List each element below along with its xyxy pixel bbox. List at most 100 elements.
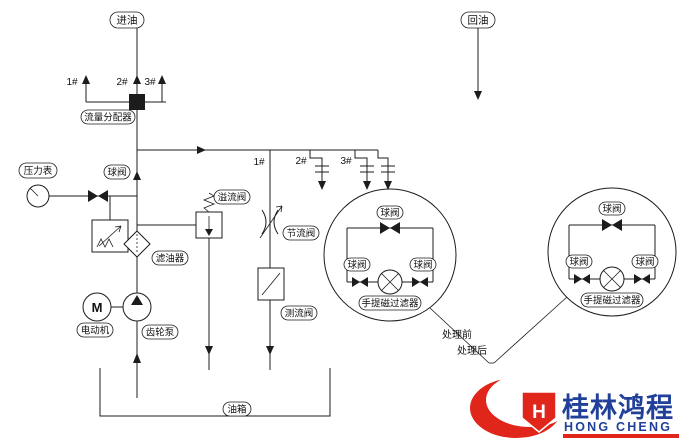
callout1-left-valve-symbol <box>352 277 368 287</box>
motor-symbol: M <box>82 292 112 322</box>
oil-tank: 油箱 <box>99 368 331 417</box>
logo-underline <box>563 434 679 438</box>
relief-valve: 溢流阀 <box>137 189 251 370</box>
before-treatment-label: 处理前 <box>442 328 472 341</box>
svg-text:压力表: 压力表 <box>24 165 53 177</box>
branch-1: 节流阀 测流阀 <box>257 150 320 370</box>
callout1-top-valve-symbol <box>380 222 400 234</box>
svg-text:手提磁过滤器: 手提磁过滤器 <box>583 295 641 307</box>
motor-pump-unit: M 电动机 齿轮泵 <box>76 292 179 340</box>
callout2-top-ball-valve-label: 球阀 <box>598 201 626 216</box>
svg-text:滤油器: 滤油器 <box>156 253 185 265</box>
callout1-left-ball-valve-label: 球阀 <box>343 257 371 272</box>
magnetic-filter-callout-1: 球阀 球阀 球阀 <box>323 188 457 322</box>
svg-text:油箱: 油箱 <box>227 404 246 416</box>
drop-point-2: 2# <box>295 150 329 190</box>
svg-text:球阀: 球阀 <box>347 259 366 271</box>
drop-point-3: 3# <box>340 150 374 190</box>
port1-mid-label: 1# <box>253 157 265 168</box>
drop-end-arrow-icon <box>384 181 392 190</box>
callout1-magnetic-filter-symbol <box>377 269 403 295</box>
leader-before <box>429 307 490 364</box>
drop3-arrow-icon <box>363 181 371 190</box>
throttle-valve-symbol <box>259 205 283 239</box>
gear-pump-label: 齿轮泵 <box>141 324 179 340</box>
callout2-magnetic-filter-label: 手提磁过滤器 <box>580 292 644 308</box>
branch1-down-arrow-icon <box>266 346 274 355</box>
after-treatment-label: 处理后 <box>457 345 487 357</box>
svg-text:球阀: 球阀 <box>413 259 432 271</box>
flow-meter-label: 测流阀 <box>280 305 318 321</box>
port3-arrow-icon <box>158 75 166 84</box>
flow-up-arrow-icon <box>133 171 141 180</box>
port3-top-label: 3# <box>144 77 156 88</box>
port2-arrow-icon <box>133 75 141 84</box>
tank-walls <box>99 368 331 417</box>
suction-up-arrow-icon <box>133 353 141 363</box>
flow-distributor-symbol <box>129 94 145 110</box>
port3-mid-label: 3# <box>340 156 352 167</box>
callout2-circle <box>547 187 677 317</box>
gauge-branch: 压力表 球阀 <box>18 162 137 253</box>
oil-filter-label: 滤油器 <box>151 250 189 266</box>
svg-text:球阀: 球阀 <box>635 256 654 268</box>
flow-distributor-label: 流量分配器 <box>80 109 136 125</box>
gear-pump-symbol <box>122 292 152 322</box>
callout1-right-ball-valve-label: 球阀 <box>409 257 437 272</box>
motor-label: 电动机 <box>76 322 114 338</box>
pressure-switch-symbol <box>91 196 129 253</box>
logo-shield-icon: H <box>521 391 557 433</box>
gauge-ball-valve-symbol <box>88 190 108 202</box>
flow-meter-symbol <box>257 267 285 301</box>
callout2-left-ball-valve-label: 球阀 <box>565 254 593 269</box>
callout2-right-valve-symbol <box>634 274 650 284</box>
logo-letter: H <box>532 402 546 423</box>
throttle-valve-label: 节流阀 <box>282 225 320 241</box>
pressure-gauge-label: 压力表 <box>18 162 58 179</box>
inlet-distribution: 进油 1# 2# 3# 流量分配器 <box>66 11 166 125</box>
treatment-annotations: 处理前 处理后 <box>429 296 568 364</box>
leader-after <box>493 296 568 364</box>
svg-text:电动机: 电动机 <box>81 325 110 337</box>
mid-header: 1# 2# 3# <box>137 146 395 190</box>
magnetic-filter-callout-2: 球阀 球阀 球阀 <box>547 187 677 317</box>
inlet-label-text: 进油 <box>117 14 138 27</box>
return-line: 回油 <box>460 11 496 100</box>
return-down-arrow-icon <box>474 91 482 100</box>
callout1-magnetic-filter-label: 手提磁过滤器 <box>358 295 422 311</box>
svg-text:测流阀: 测流阀 <box>285 308 314 320</box>
callout1-circle <box>323 188 457 322</box>
svg-text:手提磁过滤器: 手提磁过滤器 <box>361 298 419 310</box>
svg-text:齿轮泵: 齿轮泵 <box>146 327 175 339</box>
motor-letter: M <box>92 300 103 315</box>
callout1-top-ball-valve-label: 球阀 <box>376 205 404 220</box>
gauge-ball-valve-label: 球阀 <box>103 164 131 180</box>
drop-point-end <box>377 150 395 190</box>
company-name-en: HONG CHENG <box>564 420 672 434</box>
callout2-right-ball-valve-label: 球阀 <box>631 254 659 269</box>
relief-valve-label: 溢流阀 <box>213 189 251 205</box>
port1-top-label: 1# <box>66 77 78 88</box>
callout2-left-valve-symbol <box>574 274 590 284</box>
svg-text:流量分配器: 流量分配器 <box>84 112 132 124</box>
pressure-gauge-symbol <box>26 184 50 208</box>
line-filter: 滤油器 <box>123 230 189 266</box>
oil-tank-label: 油箱 <box>222 401 252 417</box>
svg-text:节流阀: 节流阀 <box>287 228 316 240</box>
port2-top-label: 2# <box>116 77 128 88</box>
relief-down-arrow-icon <box>205 346 213 355</box>
callout2-magnetic-filter-symbol <box>599 266 625 292</box>
callout1-right-valve-symbol <box>412 277 428 287</box>
svg-text:溢流阀: 溢流阀 <box>218 192 247 204</box>
flow-right-arrow-icon <box>197 146 206 154</box>
drop2-arrow-icon <box>318 181 326 190</box>
company-logo: H 桂林鸿程 HONG CHENG <box>470 378 679 438</box>
return-label: 回油 <box>460 11 496 29</box>
port2-mid-label: 2# <box>295 156 307 167</box>
svg-text:球阀: 球阀 <box>107 167 126 179</box>
callout2-top-valve-symbol <box>602 219 622 231</box>
svg-text:球阀: 球阀 <box>380 207 399 219</box>
svg-text:球阀: 球阀 <box>569 256 588 268</box>
